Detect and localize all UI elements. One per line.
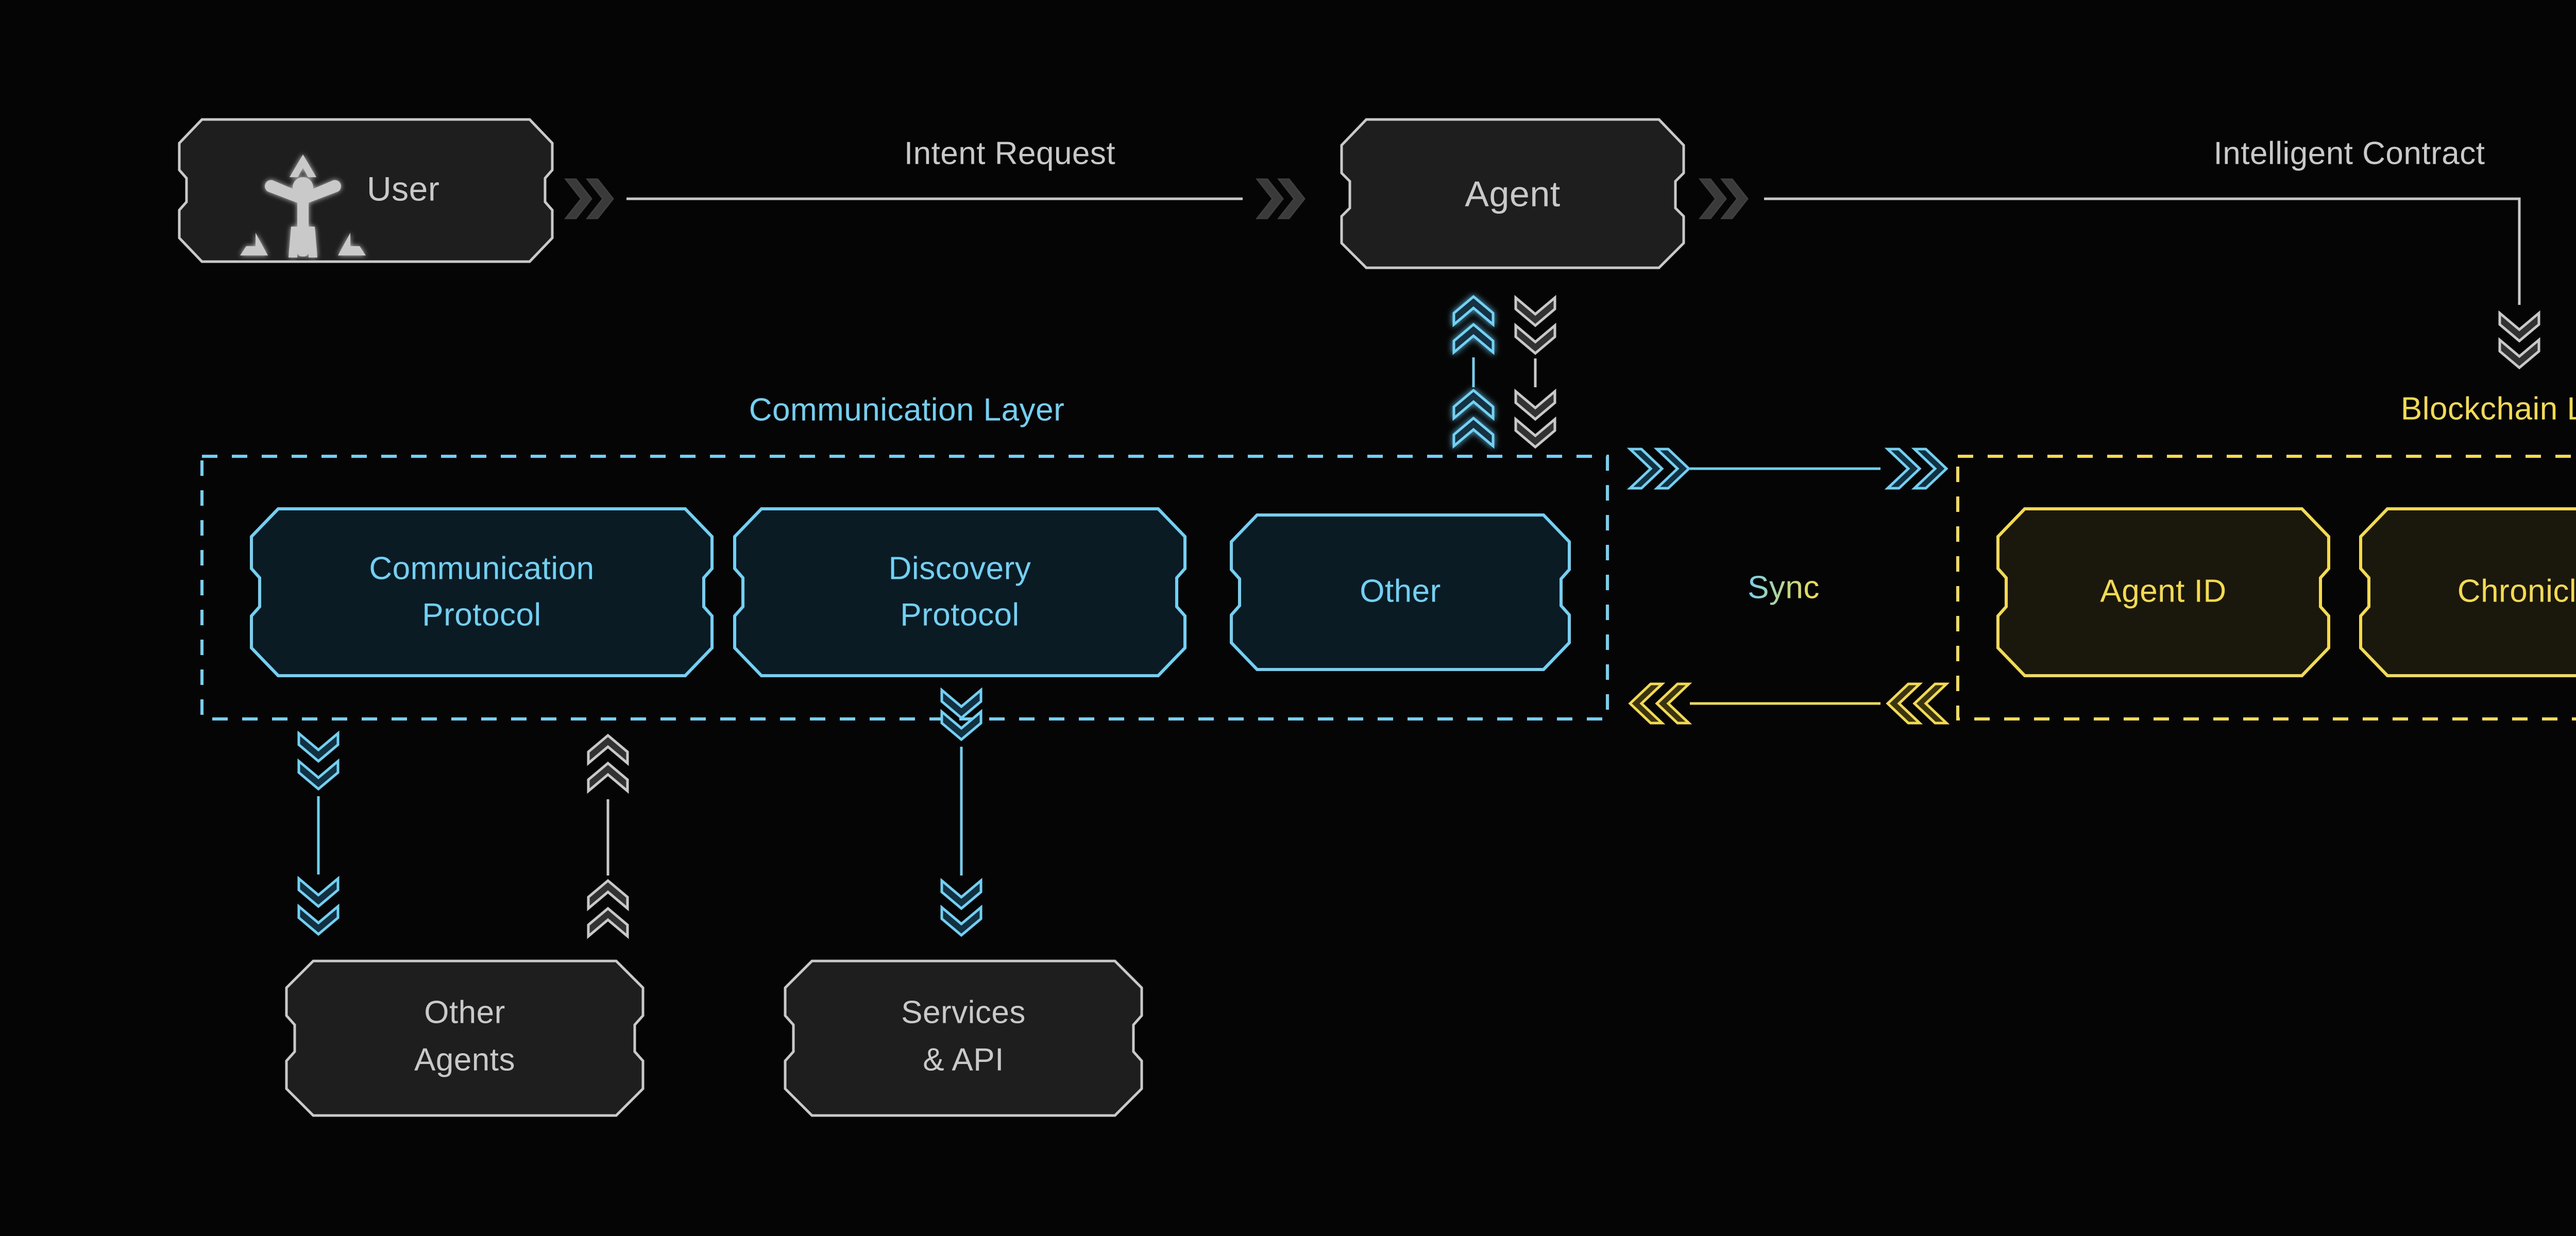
chronicle-label: Chronicle (2458, 573, 2576, 609)
intelligent-contract-label: Intelligent Contract (2214, 135, 2485, 171)
agent-id-frame (1996, 507, 2330, 677)
intent-arrow-chevrons (1255, 178, 1306, 219)
sync-bottom-right-chevrons (1886, 682, 1950, 725)
other-agents-node[interactable]: Other Agents (285, 959, 645, 1117)
agent-node-frame (1340, 118, 1685, 269)
services-api-down-chevrons (940, 687, 982, 937)
sync-bottom-left-chevrons (1628, 682, 1692, 725)
other-protocol-frame (1230, 513, 1571, 671)
chronicle-frame (2359, 507, 2576, 677)
services-api-label-line1: Services (901, 994, 1026, 1030)
communication-layer-title: Communication Layer (749, 392, 1065, 427)
intelligent-contract-line (1764, 197, 2521, 305)
comm-protocol-label-line2: Protocol (422, 597, 541, 632)
user-node-frame (178, 118, 554, 263)
other-protocol-box[interactable]: Other (1230, 513, 1571, 671)
comm-protocol-label-line1: Communication (369, 551, 594, 586)
sync-top-right-chevrons (1884, 448, 1948, 490)
agent-id-label: Agent ID (2100, 573, 2226, 609)
other-agents-label-line1: Other (424, 994, 505, 1030)
sync-top-left-chevrons (1626, 448, 1691, 490)
blockchain-layer-title: Blockchain Layer (2401, 391, 2576, 426)
other-agents-down-chevrons (297, 730, 340, 936)
comm-protocol-box[interactable]: Communication Protocol (250, 507, 714, 677)
sync-label: Sync (1748, 570, 1820, 605)
agent-id-box[interactable]: Agent ID (1996, 507, 2330, 677)
discovery-protocol-box[interactable]: Discovery Protocol (733, 507, 1187, 677)
chronicle-box[interactable]: Chronicle (2359, 507, 2576, 677)
other-protocol-label: Other (1360, 573, 1441, 609)
intent-request-label: Intent Request (904, 135, 1115, 171)
user-node-label: User (367, 169, 439, 208)
communication-layer-container (200, 455, 1609, 720)
comm-protocol-frame (250, 507, 714, 677)
other-agents-up-chevrons (587, 733, 629, 939)
agent-node[interactable]: Agent (1340, 118, 1685, 269)
discovery-protocol-frame (733, 507, 1187, 677)
agent-node-label: Agent (1465, 174, 1560, 214)
blockchain-layer-container (1956, 455, 2576, 720)
discovery-protocol-label-line2: Protocol (900, 597, 1019, 632)
services-api-frame (784, 959, 1143, 1117)
other-agents-frame (285, 959, 645, 1117)
contract-down-chevrons (2498, 310, 2540, 370)
user-node[interactable]: User (178, 118, 554, 263)
agent-to-contract-chevrons (1698, 178, 1749, 219)
agent-comm-up-chevrons (1452, 295, 1495, 449)
user-person-icon (240, 154, 366, 258)
discovery-protocol-label-line1: Discovery (889, 551, 1031, 586)
user-to-agent-chevrons (564, 178, 614, 219)
agent-comm-down-chevrons (1514, 295, 1556, 449)
services-api-node[interactable]: Services & API (784, 959, 1143, 1117)
other-agents-label-line2: Agents (414, 1042, 515, 1077)
services-api-label-line2: & API (923, 1042, 1004, 1077)
